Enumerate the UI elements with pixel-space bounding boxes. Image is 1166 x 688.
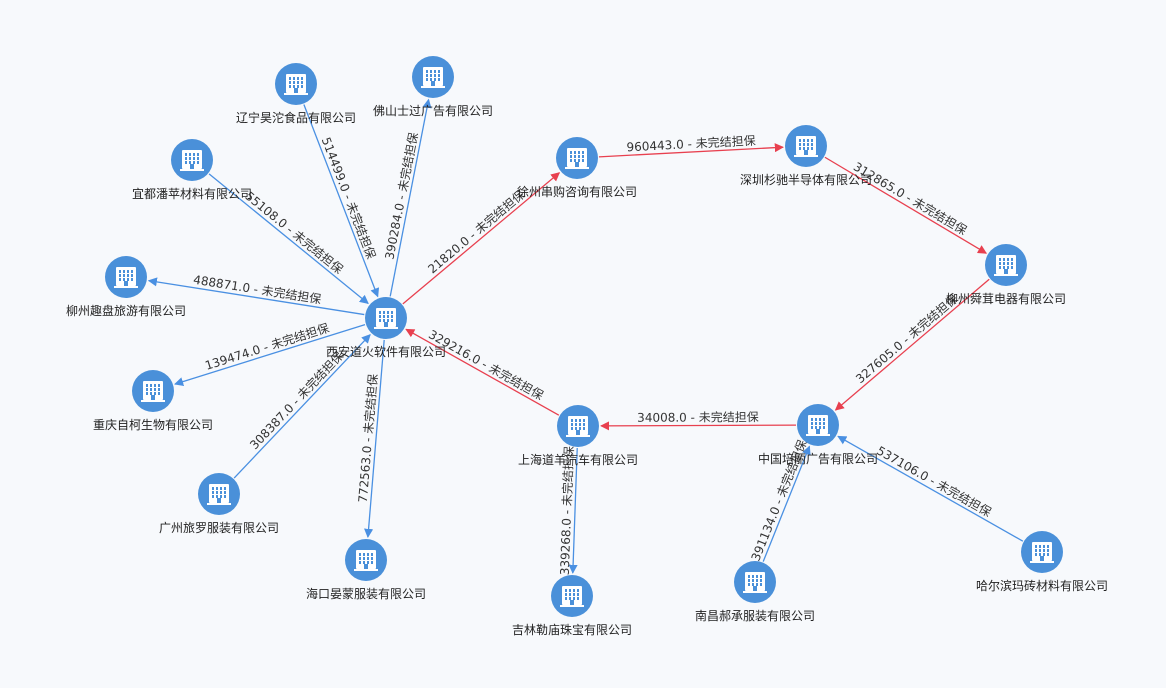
edge-label-12: 329216.0 - 未完结担保 bbox=[426, 326, 546, 402]
guarantee-edge-10[interactable] bbox=[834, 278, 990, 411]
node-liaoning[interactable]: 辽宁昊沱食品有限公司 bbox=[236, 63, 356, 125]
node-foshan[interactable]: 佛山士过广告有限公司 bbox=[373, 56, 493, 118]
edges-layer bbox=[147, 98, 1024, 574]
building-icon bbox=[284, 74, 308, 95]
guarantee-edge-1[interactable] bbox=[389, 98, 432, 297]
building-icon bbox=[566, 416, 590, 437]
guarantee-edge-8[interactable] bbox=[598, 143, 784, 158]
guarantee-edge-15[interactable] bbox=[837, 435, 1024, 542]
node-label: 中国培丽广告有限公司 bbox=[758, 451, 878, 466]
node-label: 哈尔滨玛砖材料有限公司 bbox=[976, 578, 1108, 593]
building-icon bbox=[141, 381, 165, 402]
edge-label-5: 308387.0 - 未完结担保 bbox=[246, 348, 346, 452]
guarantee-edge-5[interactable] bbox=[233, 334, 371, 479]
nodes-layer: 西安道火软件有限公司 辽宁昊沱食品有限公司 佛山士过广告有限公司宜都潘苹材料有限公司… bbox=[66, 56, 1108, 637]
building-icon bbox=[207, 484, 231, 505]
guarantee-edge-4[interactable] bbox=[174, 323, 366, 387]
node-xian[interactable]: 西安道火软件有限公司 bbox=[326, 297, 446, 359]
building-icon bbox=[806, 415, 830, 436]
building-icon bbox=[180, 150, 204, 171]
node-jilin[interactable]: 吉林勒庙珠宝有限公司 bbox=[512, 575, 632, 637]
building-icon bbox=[565, 148, 589, 169]
guarantee-edge-11[interactable] bbox=[600, 421, 797, 431]
node-label: 重庆自柯生物有限公司 bbox=[93, 418, 213, 432]
building-icon bbox=[794, 136, 818, 157]
node-haikou[interactable]: 海口晏蒙服装有限公司 bbox=[306, 539, 426, 601]
node-label: 宜都潘苹材料有限公司 bbox=[132, 186, 252, 201]
node-label: 广州旅罗服装有限公司 bbox=[159, 521, 279, 535]
guarantee-edge-9[interactable] bbox=[824, 156, 988, 254]
guarantee-edge-0[interactable] bbox=[303, 104, 380, 298]
edge-label-11: 34008.0 - 未完结担保 bbox=[637, 409, 759, 425]
guarantee-edge-13[interactable] bbox=[568, 447, 578, 574]
node-yidu[interactable]: 宜都潘苹材料有限公司 bbox=[132, 139, 252, 201]
node-label: 徐州串购咨询有限公司 bbox=[517, 184, 637, 199]
building-icon bbox=[560, 586, 584, 607]
node-haerbin[interactable]: 哈尔滨玛砖材料有限公司 bbox=[976, 531, 1108, 593]
edge-label-10: 327605.0 - 未完结担保 bbox=[852, 291, 960, 386]
node-label: 柳州趣盘旅游有限公司 bbox=[66, 303, 186, 318]
edge-label-7: 21820.0 - 未完结担保 bbox=[425, 187, 528, 277]
building-icon bbox=[994, 255, 1018, 276]
node-shanghai[interactable]: 上海道羊汽车有限公司 bbox=[518, 405, 638, 467]
node-label: 深圳杉驰半导体有限公司 bbox=[740, 173, 872, 187]
building-icon bbox=[421, 67, 445, 88]
guarantee-edge-2[interactable] bbox=[208, 173, 369, 305]
node-label: 上海道羊汽车有限公司 bbox=[518, 452, 638, 467]
edge-label-2: 55108.0 - 未完结担保 bbox=[242, 188, 346, 276]
node-xuzhou[interactable]: 徐州串购咨询有限公司 bbox=[517, 137, 637, 199]
guarantee-edge-3[interactable] bbox=[147, 277, 365, 316]
building-icon bbox=[743, 572, 767, 593]
node-label: 佛山士过广告有限公司 bbox=[373, 104, 493, 118]
guarantee-edge-12[interactable] bbox=[405, 328, 560, 416]
node-label: 吉林勒庙珠宝有限公司 bbox=[512, 623, 632, 637]
edge-label-4: 139474.0 - 未完结担保 bbox=[203, 320, 331, 373]
edge-label-15: 537106.0 - 未完结担保 bbox=[874, 443, 994, 520]
building-icon bbox=[354, 550, 378, 571]
node-label: 柳州舜茸电器有限公司 bbox=[946, 291, 1066, 306]
edge-label-13: 339268.0 - 未完结担保 bbox=[557, 446, 577, 576]
node-guangzhou[interactable]: 广州旅罗服装有限公司 bbox=[159, 473, 279, 535]
node-label: 海口晏蒙服装有限公司 bbox=[306, 586, 426, 601]
node-zhongguo[interactable]: 中国培丽广告有限公司 bbox=[758, 404, 878, 466]
node-nanchang[interactable]: 南昌郝承服装有限公司 bbox=[695, 561, 815, 623]
node-chongqing[interactable]: 重庆自柯生物有限公司 bbox=[93, 370, 213, 432]
edge-label-3: 488871.0 - 未完结担保 bbox=[192, 272, 322, 307]
node-label: 西安道火软件有限公司 bbox=[326, 344, 446, 359]
edge-label-9: 312865.0 - 未完结担保 bbox=[851, 159, 970, 238]
edge-label-8: 960443.0 - 未完结担保 bbox=[626, 133, 756, 155]
building-icon bbox=[1030, 542, 1054, 563]
node-liuzhou_shun[interactable]: 柳州舜茸电器有限公司 bbox=[946, 244, 1066, 306]
building-icon bbox=[374, 308, 398, 329]
node-liuzhou_qu[interactable]: 柳州趣盘旅游有限公司 bbox=[66, 256, 186, 318]
guarantee-edge-7[interactable] bbox=[402, 172, 561, 305]
guarantee-edge-6[interactable] bbox=[364, 339, 385, 538]
node-shenzhen[interactable]: 深圳杉驰半导体有限公司 bbox=[740, 125, 872, 187]
edge-label-0: 514499.0 - 未完结担保 bbox=[319, 135, 379, 261]
node-label: 辽宁昊沱食品有限公司 bbox=[236, 110, 356, 125]
node-label: 南昌郝承服装有限公司 bbox=[695, 608, 815, 623]
building-icon bbox=[114, 267, 138, 288]
guarantee-edge-14[interactable] bbox=[762, 445, 811, 562]
